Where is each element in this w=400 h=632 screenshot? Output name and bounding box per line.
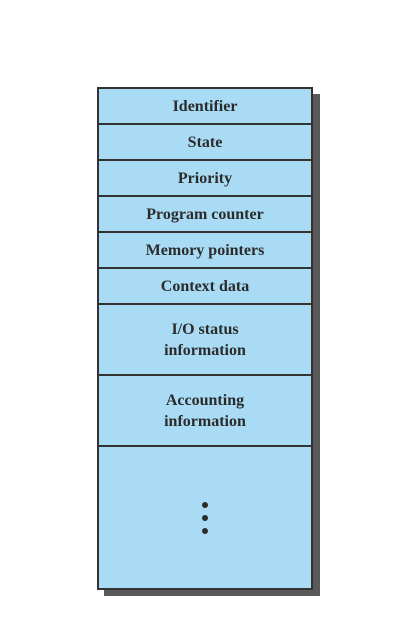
field-context-data: Context data (99, 269, 311, 305)
field-label: State (187, 133, 223, 151)
process-control-block: Identifier State Priority Program counte… (97, 87, 313, 590)
field-label: Program counter (146, 205, 264, 223)
field-state: State (99, 125, 311, 161)
field-identifier: Identifier (99, 89, 311, 125)
field-label: Accounting information (164, 391, 246, 430)
field-label: Identifier (172, 97, 238, 115)
vertical-ellipsis-icon (202, 501, 208, 534)
dot (202, 501, 208, 508)
field-label: I/O status information (164, 320, 246, 359)
field-label: Context data (160, 277, 250, 295)
field-io-status-information: I/O status information (99, 305, 311, 376)
field-label: Priority (177, 169, 233, 187)
dot (202, 527, 208, 534)
field-program-counter: Program counter (99, 197, 311, 233)
field-ellipsis (99, 447, 311, 588)
field-priority: Priority (99, 161, 311, 197)
dot (202, 514, 208, 521)
field-accounting-information: Accounting information (99, 376, 311, 447)
field-memory-pointers: Memory pointers (99, 233, 311, 269)
field-label: Memory pointers (145, 241, 265, 259)
